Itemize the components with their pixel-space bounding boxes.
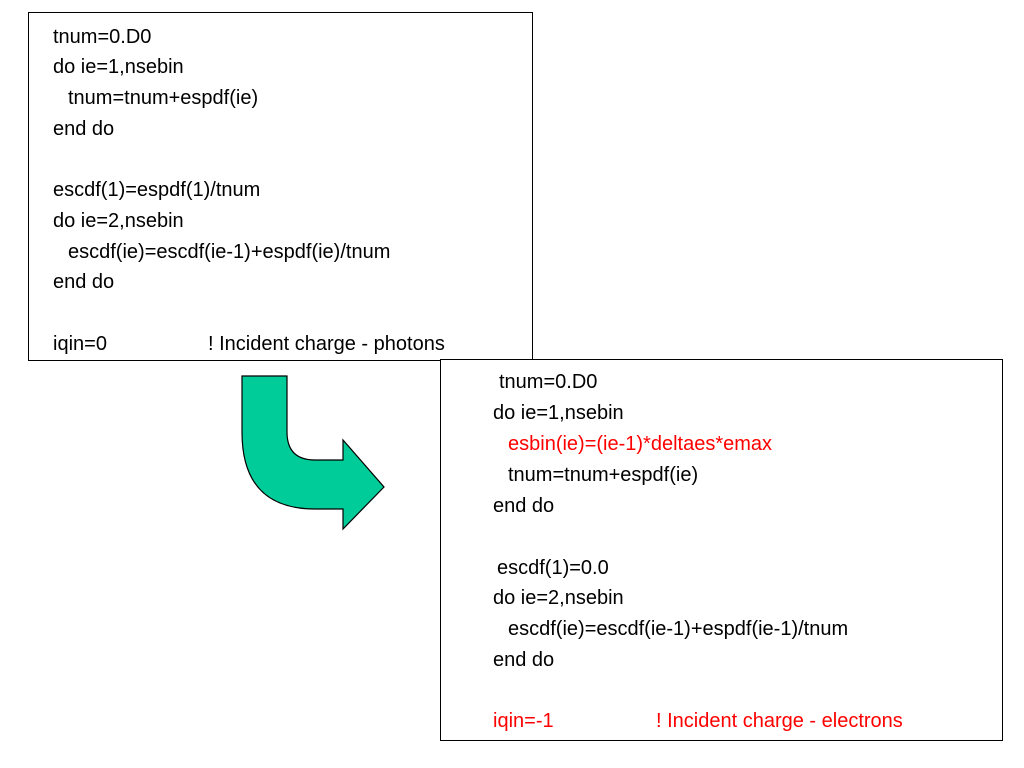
code-line: end do	[493, 495, 555, 517]
code-line: tnum=tnum+espdf(ie)	[508, 464, 699, 486]
code-line: tnum=0.D0	[53, 26, 152, 48]
highlighted-code-line: esbin(ie)=(ie-1)*deltaes*emax	[508, 433, 773, 455]
code-line: end do	[53, 271, 115, 293]
iqin-comment-highlighted: ! Incident charge - electrons	[656, 710, 903, 732]
code-line: escdf(1)=0.0	[497, 557, 609, 579]
code-line: escdf(ie)=escdf(ie-1)+espdf(ie-1)/tnum	[508, 618, 849, 640]
iqin-comment: ! Incident charge - photons	[208, 333, 445, 355]
code-line: do ie=2,nsebin	[493, 587, 624, 609]
code-line: escdf(ie)=escdf(ie-1)+espdf(ie)/tnum	[68, 241, 391, 263]
original-code-box	[28, 12, 533, 361]
modified-code-box	[440, 359, 1003, 741]
code-line: do ie=1,nsebin	[493, 402, 624, 424]
code-line: end do	[493, 649, 555, 671]
code-line: tnum=0.D0	[499, 371, 598, 393]
code-line: do ie=1,nsebin	[53, 56, 184, 78]
iqin-code-highlighted: iqin=-1	[493, 710, 554, 732]
iqin-code: iqin=0	[53, 333, 107, 355]
code-line: escdf(1)=espdf(1)/tnum	[53, 179, 261, 201]
code-line: tnum=tnum+espdf(ie)	[68, 87, 259, 109]
curved-down-right-arrow-icon	[241, 375, 385, 531]
code-line: end do	[53, 118, 115, 140]
code-line: do ie=2,nsebin	[53, 210, 184, 232]
